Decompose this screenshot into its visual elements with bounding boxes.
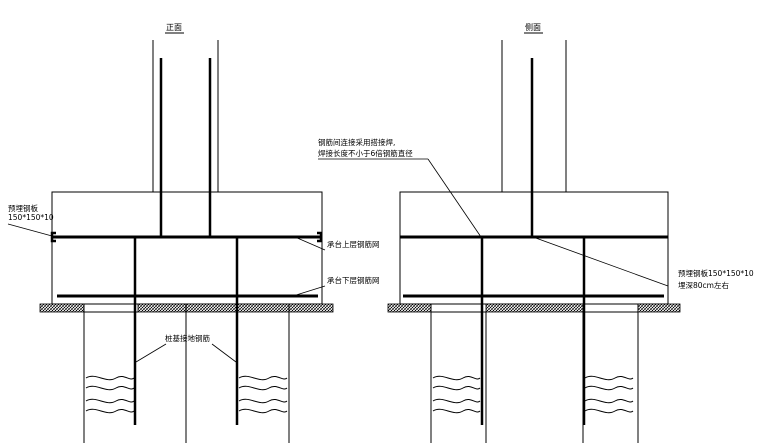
pile-anchor-leader-right	[211, 343, 237, 363]
upper-mesh-leader	[294, 236, 326, 251]
weld-note-line1: 钢筋间连接采用搭接焊,	[318, 137, 395, 147]
side-pile-right	[582, 304, 639, 443]
lower-mesh-leader	[292, 285, 326, 297]
plate-left-leader	[7, 223, 53, 237]
lower-mesh-label: 承台下层钢筋网	[327, 275, 380, 285]
front-view-title: 正面	[166, 23, 182, 32]
side-pile-left	[430, 304, 487, 443]
front-pile-anchor-bars	[133, 237, 239, 425]
upper-mesh-label: 承台上层钢筋网	[327, 239, 380, 249]
front-pile-right	[185, 304, 290, 443]
side-view: 侧面	[318, 22, 754, 443]
side-column	[501, 40, 567, 192]
side-pile-cap	[399, 191, 669, 305]
front-pile-cap	[51, 191, 323, 305]
front-column	[152, 40, 219, 192]
weld-note-leader	[427, 158, 482, 238]
front-column-rebars	[159, 58, 212, 237]
side-view-title: 侧面	[525, 22, 541, 32]
front-plate-left	[50, 231, 56, 243]
plate-label-left-2: 150*150*10	[8, 213, 54, 222]
front-view: 正面	[7, 23, 380, 443]
plate-label-left-1: 预埋钢板	[8, 203, 38, 213]
plate-label-right-1: 预埋钢板150*150*10	[678, 268, 754, 278]
front-plate-right	[317, 231, 323, 243]
plate-label-right-2: 埋深80cm左右	[678, 280, 729, 290]
plate-right-leader	[532, 236, 669, 287]
pile-anchor-leader-left	[135, 343, 167, 363]
side-ground-hatch	[387, 303, 681, 313]
pile-anchor-label: 桩基接地钢筋	[165, 333, 210, 343]
weld-note-line2: 焊接长度不小于6倍钢筋直径	[318, 148, 413, 158]
side-pile-anchor-bars	[480, 237, 586, 425]
